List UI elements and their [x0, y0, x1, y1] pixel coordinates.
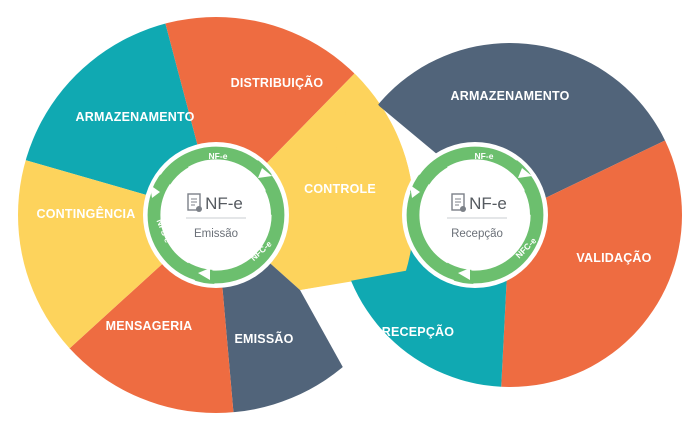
label-right-armazenamento: ARMAZENAMENTO — [450, 89, 569, 103]
left-ring-label-nfe: NF-e — [209, 151, 228, 161]
left-hub-subtitle: Emissão — [194, 228, 238, 240]
document-icon — [451, 193, 466, 212]
label-right-validacao: VALIDAÇÃO — [576, 250, 651, 265]
right-ring-arrow-2 — [458, 268, 470, 280]
left-ring-arrow-1 — [258, 168, 272, 178]
right-hub-subtitle: Recepção — [451, 228, 503, 240]
left-hub-title: NF-e — [205, 194, 243, 213]
label-left-distribuicao: DISTRIBUIÇÃO — [231, 75, 324, 90]
left-hub: NF-e NFC-e NFS-e NF-e Emissão — [143, 142, 289, 288]
right-hub-title: NF-e — [469, 194, 507, 213]
right-ring-arrow-1 — [518, 168, 532, 178]
right-hub-ring — [406, 146, 544, 284]
label-right-recepcao: RECEPÇÃO — [382, 324, 455, 339]
document-icon — [187, 193, 202, 212]
left-overlap — [300, 72, 414, 290]
left-ring-arrow-2 — [198, 268, 210, 280]
left-ring-arrow-3 — [150, 185, 160, 198]
label-left-mensageria: MENSAGERIA — [106, 319, 193, 333]
label-left-controle: CONTROLE — [304, 182, 376, 196]
right-ring-arrow-3 — [410, 185, 420, 198]
label-left-emissao: EMISSÃO — [234, 331, 293, 346]
right-ring-label-nfe: NF-e — [475, 151, 494, 161]
right-hub: NF-e NFC-e CT-e NF-e Recepção — [402, 142, 548, 288]
left-hub-ring — [147, 146, 285, 284]
label-left-contingencia: CONTINGÊNCIA — [37, 206, 136, 221]
label-left-armazenamento: ARMAZENAMENTO — [75, 110, 194, 124]
